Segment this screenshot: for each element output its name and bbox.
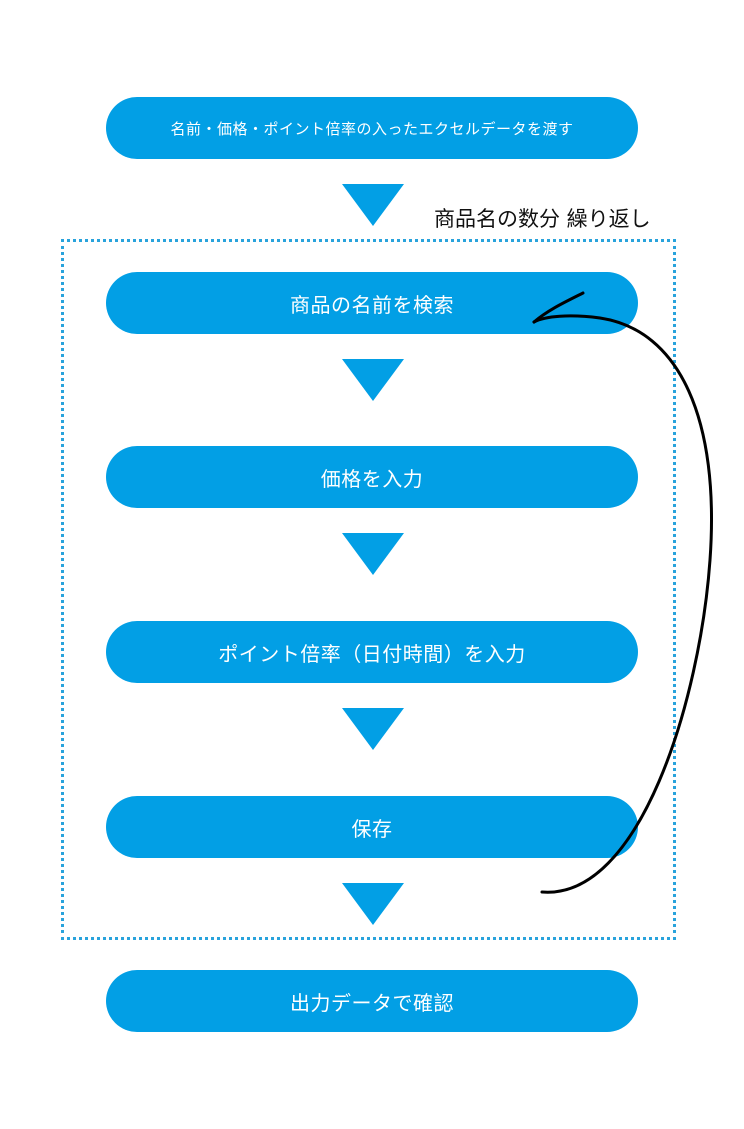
step-confirm-output: 出力データで確認 — [106, 970, 638, 1032]
down-arrow-icon — [342, 883, 404, 925]
loop-label: 商品名の数分 繰り返し — [432, 203, 653, 233]
step-save: 保存 — [106, 796, 638, 858]
step-enter-point-rate: ポイント倍率（日付時間）を入力 — [106, 621, 638, 683]
down-arrow-icon — [342, 359, 404, 401]
down-arrow-icon — [342, 708, 404, 750]
down-arrow-icon — [342, 533, 404, 575]
step-start: 名前・価格・ポイント倍率の入ったエクセルデータを渡す — [106, 97, 638, 159]
step-search-product-name: 商品の名前を検索 — [106, 272, 638, 334]
step-enter-price: 価格を入力 — [106, 446, 638, 508]
down-arrow-icon — [342, 184, 404, 226]
